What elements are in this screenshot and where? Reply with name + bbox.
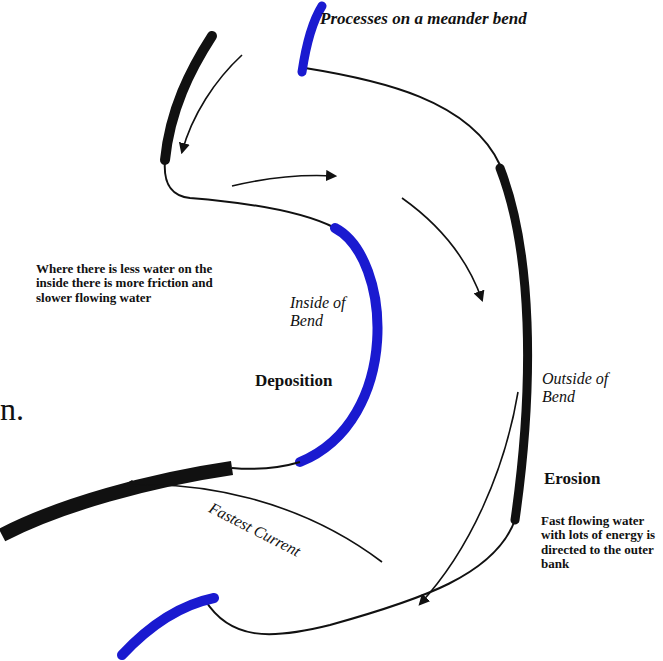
outer-bank-thick <box>500 168 528 520</box>
current-label: Fastest Current <box>206 499 303 560</box>
flow-arrow <box>232 175 335 186</box>
bank-blue-top <box>302 6 322 72</box>
outer-bank <box>205 68 528 634</box>
process-label: Erosion <box>544 470 600 489</box>
flow-arrow <box>420 392 518 604</box>
fragment-text: n. <box>0 392 24 427</box>
note-text: Where there is less water on the inside … <box>36 262 241 305</box>
bend-label: Inside of Bend <box>290 294 352 329</box>
bend-label: Outside of Bend <box>542 370 612 405</box>
inner-bank <box>165 36 335 228</box>
fastest-current-arrow <box>124 485 382 562</box>
inner-bank-thick <box>165 36 212 160</box>
bank-thick-left <box>2 468 232 535</box>
note-text: Fast flowing water with lots of energy i… <box>541 514 659 571</box>
flow-arrow <box>402 198 482 300</box>
flow-arrow <box>182 55 242 152</box>
bank-blue-bottom <box>122 598 214 655</box>
point-bar <box>300 228 377 462</box>
inner-bank <box>232 462 300 469</box>
diagram-title: Processes on a meander bend <box>320 10 527 29</box>
process-label: Deposition <box>255 372 332 391</box>
